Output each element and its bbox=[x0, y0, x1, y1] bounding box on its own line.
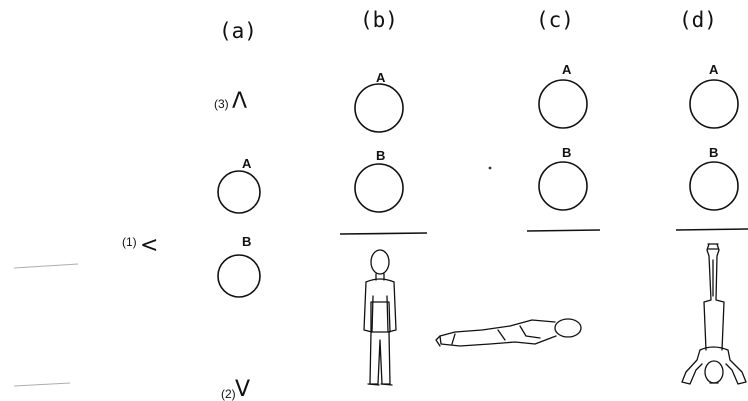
choice-3-symbol: Λ bbox=[232, 89, 247, 114]
panel-d-ground-line bbox=[675, 228, 748, 231]
scan-mark-upper bbox=[13, 263, 79, 269]
panel-d-label-A: A bbox=[709, 62, 719, 77]
choice-2-number: (2) bbox=[221, 387, 236, 401]
handstand-person-figure bbox=[681, 243, 747, 385]
panel-label-b: (b) bbox=[360, 8, 398, 32]
panel-b-circle-B bbox=[354, 163, 404, 213]
panel-b-ground-line bbox=[339, 232, 428, 235]
panel-a-label-A: A bbox=[242, 156, 252, 171]
panel-b-circle-A bbox=[354, 83, 404, 133]
panel-a-circle-A bbox=[217, 170, 261, 214]
panel-b-label-B: B bbox=[376, 148, 385, 163]
panel-c-ground-line bbox=[526, 229, 601, 232]
panel-c-circle-A bbox=[538, 79, 588, 129]
choice-1-symbol: < bbox=[140, 233, 158, 258]
standing-person-figure bbox=[363, 249, 397, 386]
panel-d-circle-B bbox=[689, 161, 739, 211]
panel-b-label-A: A bbox=[376, 70, 386, 85]
panel-d-circle-A bbox=[689, 79, 739, 129]
choice-3-number: (3) bbox=[214, 97, 229, 111]
panel-c-label-B: B bbox=[562, 145, 571, 160]
lying-person-figure bbox=[435, 318, 582, 347]
panel-d-label-B: B bbox=[709, 145, 718, 160]
scan-dot bbox=[488, 166, 492, 170]
panel-c-label-A: A bbox=[562, 62, 572, 77]
panel-a-circle-B bbox=[217, 254, 261, 298]
scan-mark-lower bbox=[13, 382, 71, 387]
choice-2-symbol: V bbox=[235, 377, 250, 401]
panel-c-circle-B bbox=[538, 161, 588, 211]
choice-1-number: (1) bbox=[122, 235, 137, 249]
panel-a-label-B: B bbox=[242, 234, 251, 249]
panel-label-a: (a) bbox=[219, 19, 257, 43]
panel-label-d: (d) bbox=[679, 8, 717, 32]
panel-label-c: (c) bbox=[536, 8, 574, 32]
